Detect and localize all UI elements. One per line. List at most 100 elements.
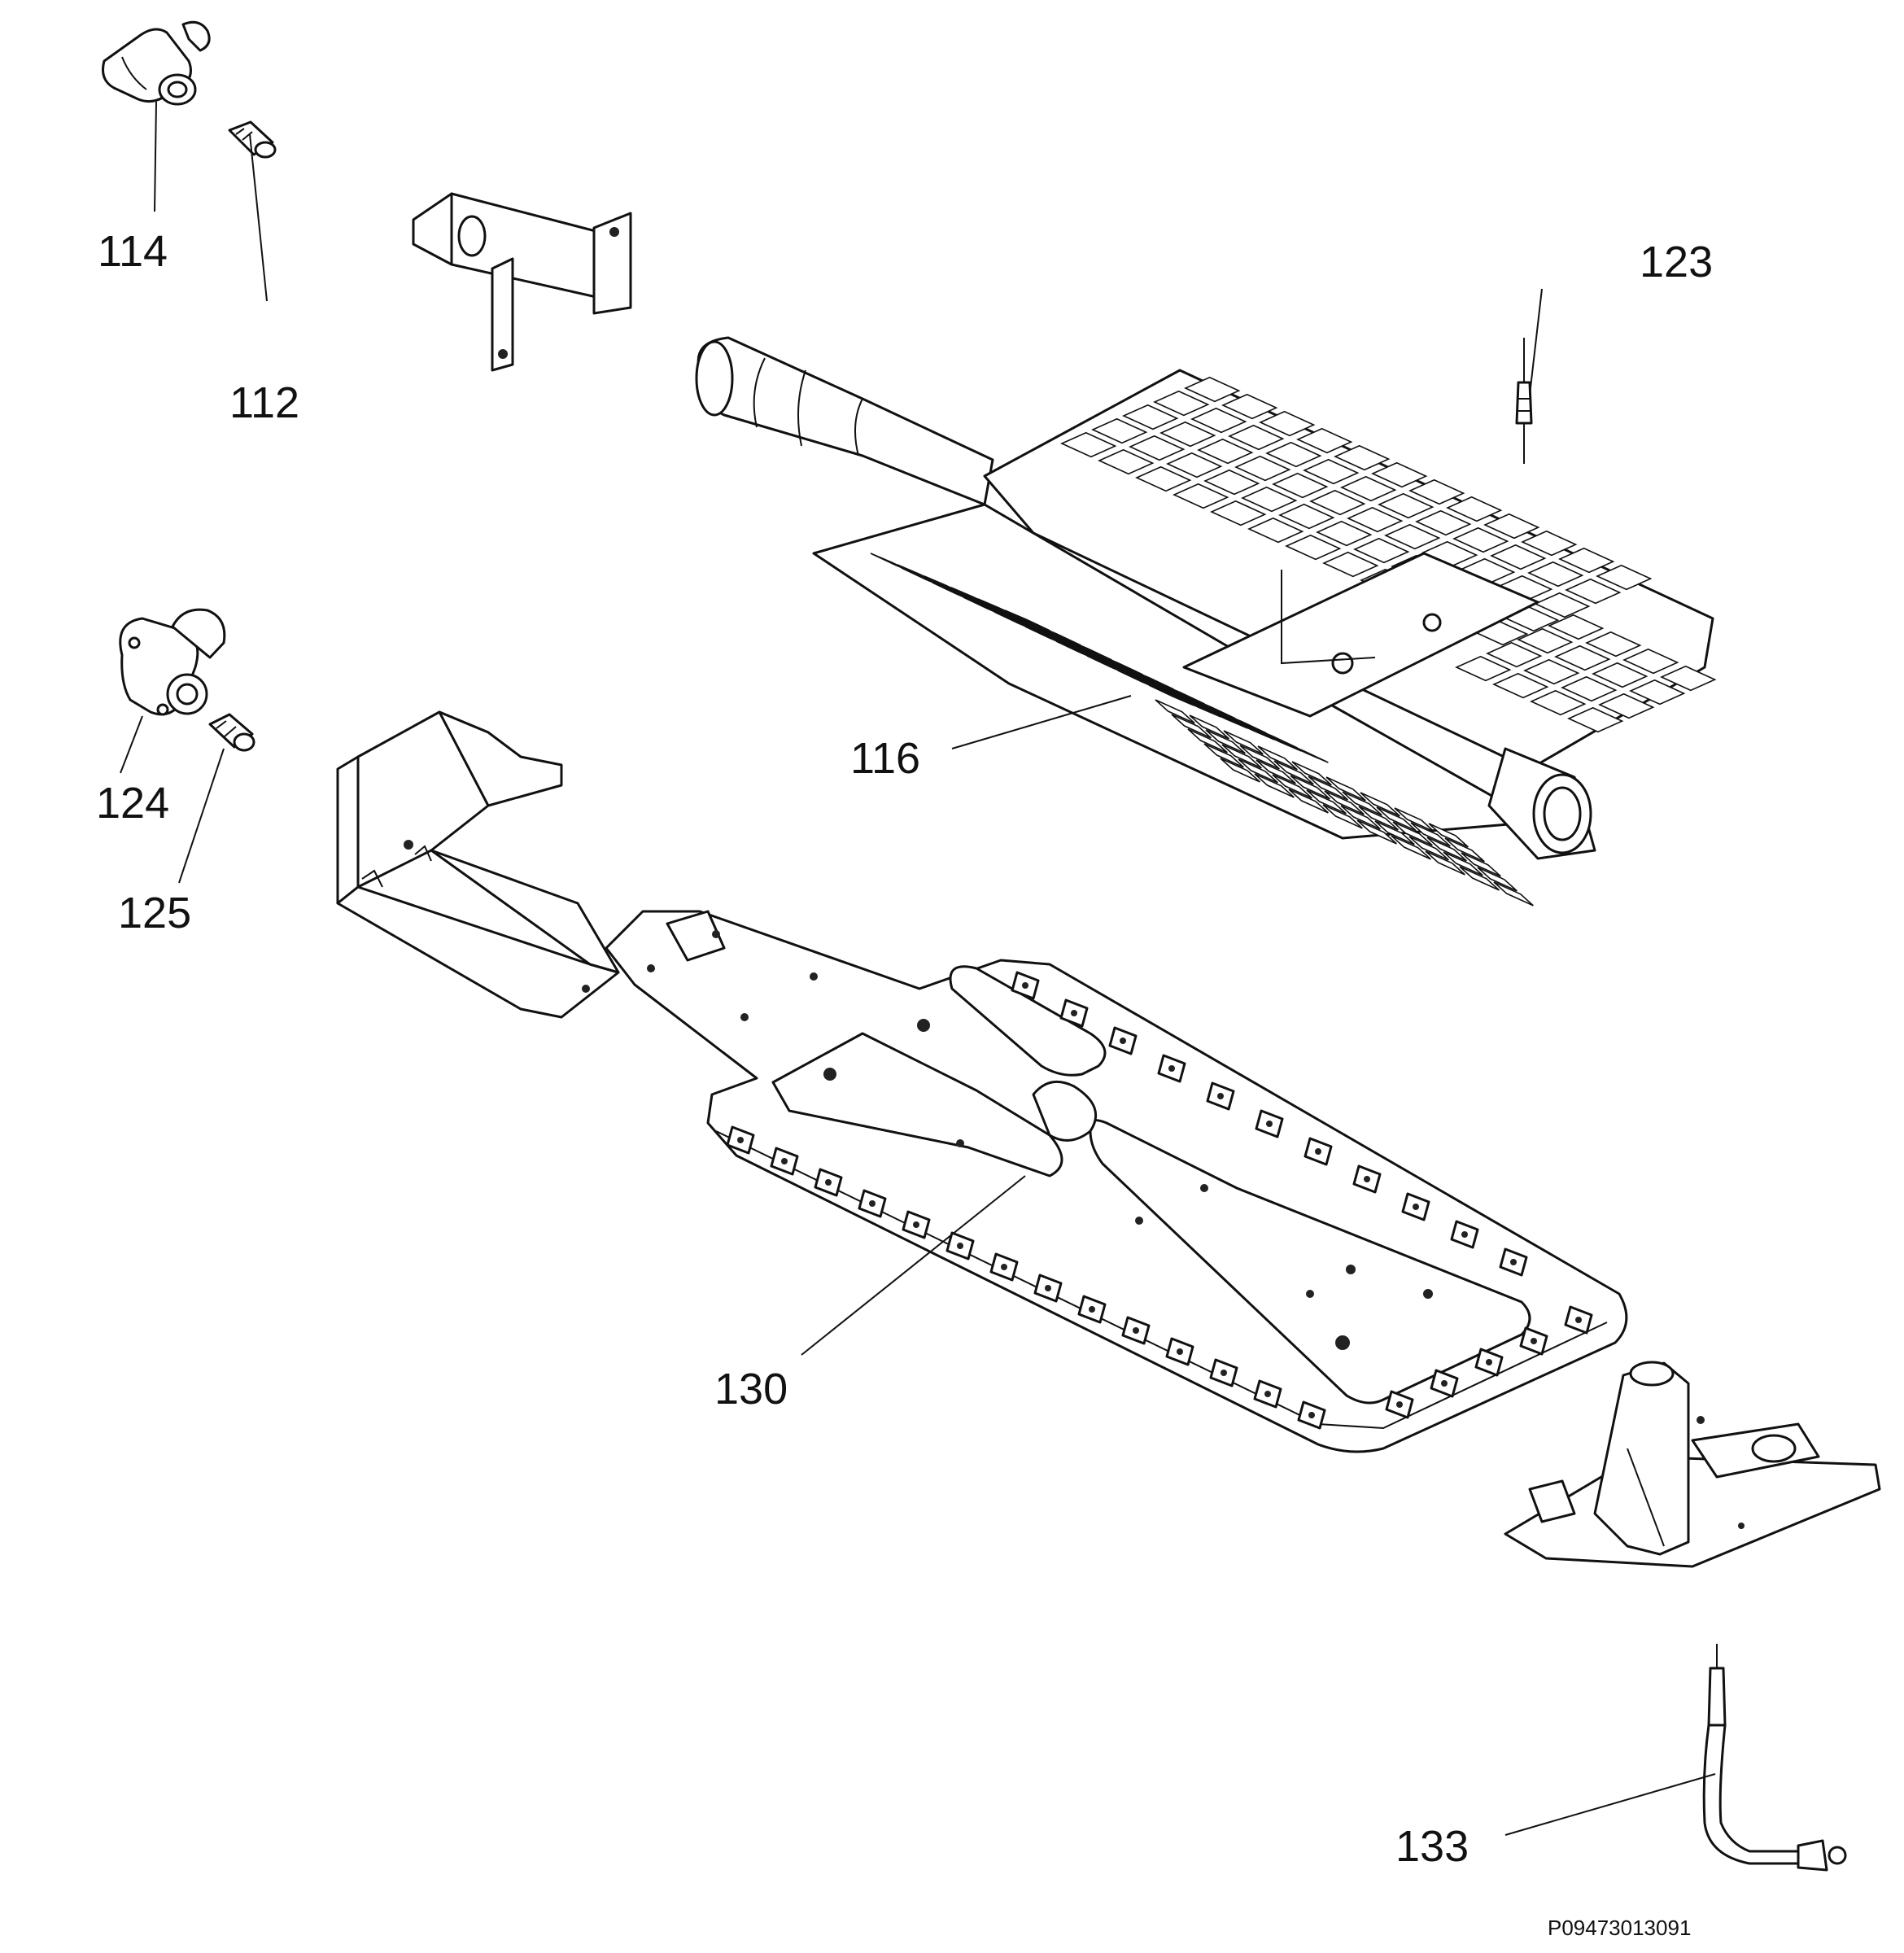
burner-port [1306,789,1347,815]
burner-port [1334,444,1391,471]
callout-133: 133 [1395,1822,1469,1871]
burner-port [1272,472,1329,499]
burner-port [1340,805,1381,830]
burner-port [1171,714,1212,739]
burner-port [1527,561,1584,588]
burner-port [1278,503,1335,530]
rim-tab-hole [737,1137,744,1143]
rim-tab-hole [1441,1380,1448,1387]
burner-port [1378,492,1435,519]
burner-port [1254,773,1295,798]
burner-port [1376,806,1417,832]
burner-port [1384,523,1441,550]
part-130-burner-tray [605,910,1628,1453]
rim-tab-hole [1120,1038,1126,1044]
rim-tab-hole [1168,1065,1175,1072]
burner-port [1342,791,1382,816]
burner-port [1153,390,1210,417]
burner-port [1129,435,1186,461]
burner-port [1190,407,1247,434]
burner-port [1173,483,1229,509]
rim-tab-hole [1217,1093,1224,1099]
part-114-valve-fitting [102,20,211,106]
tray-holes [647,930,1433,1350]
burner-port [1371,461,1428,488]
burner-port [1415,509,1472,536]
rim-tab-hole [1461,1231,1468,1238]
rim-tab-hole [1001,1264,1007,1270]
burner-port [1257,745,1298,771]
burner-port [1203,743,1244,768]
burner-port [1221,393,1278,420]
burner-port [1308,776,1348,801]
rim-tab-hole [1177,1348,1183,1355]
burner-port [1325,776,1366,802]
burner-port [1391,835,1431,860]
burner-port [1461,852,1501,877]
burner-port [1410,822,1451,847]
burner-port [1360,792,1400,817]
burner-port [1392,821,1433,846]
rim-tab-hole [1486,1359,1492,1365]
part-125-injector [208,713,255,752]
burner-port [1558,547,1615,574]
burner-port [1322,551,1379,578]
rim-tab-hole [781,1158,788,1164]
rim-tab-hole [1396,1401,1403,1408]
burner-port [1483,513,1540,540]
burner-port [1189,714,1229,740]
callout-123: 123 [1640,238,1714,286]
burner-port [1303,458,1360,485]
leader-lines [120,101,1716,1836]
part-mounting-bracket [336,710,620,1019]
part-133-thermocouple [1702,1644,1847,1872]
callout-124: 124 [96,779,170,828]
burner-port [1517,627,1574,654]
burner-port [1159,421,1216,448]
burner-port [1265,441,1322,468]
rim-tab-hole [1264,1391,1271,1397]
burner-port [1446,496,1503,522]
burner-port [1241,486,1298,513]
burner-port [1459,866,1500,891]
rim-tab-hole [1221,1370,1227,1376]
rim-tab-hole [1575,1317,1582,1323]
burner-port [1098,448,1155,475]
part-igniter-block [1504,1361,1881,1568]
burner-port [1490,544,1547,570]
burner-port [1444,837,1485,863]
burner-port [1660,665,1717,692]
burner-port [1561,675,1618,702]
burner-port [1259,410,1316,437]
burner-port [1428,823,1469,848]
burner-port [1239,745,1280,770]
burner-port [1187,728,1228,754]
burner-port [1523,658,1580,685]
drawing-number: P09473013091 [1548,1916,1692,1940]
burner-port [1228,424,1285,451]
burner-port [1452,526,1509,553]
burner-port [1486,641,1543,668]
burner-port [1210,500,1267,526]
burner-port [1256,759,1296,784]
burner-port [1356,819,1397,845]
burner-port [1166,452,1223,478]
callout-112: 112 [229,378,300,427]
burner-port [1592,662,1649,688]
rim-tab-hole [957,1243,963,1249]
burner-port [1567,706,1624,733]
rim-tab-hole [1089,1306,1095,1313]
burner-port [1122,404,1179,430]
burner-port [1530,689,1587,716]
burner-port [1443,851,1483,876]
rim-tab-hole [1308,1412,1315,1418]
callout-125: 125 [118,889,192,937]
rim-tab-hole [1364,1176,1370,1182]
burner-port [1238,758,1278,784]
burner-port [1184,376,1241,403]
burner-port [1223,730,1264,755]
burner-port [1425,850,1465,876]
callout-116: 116 [850,734,921,783]
burner-port [1060,431,1117,458]
